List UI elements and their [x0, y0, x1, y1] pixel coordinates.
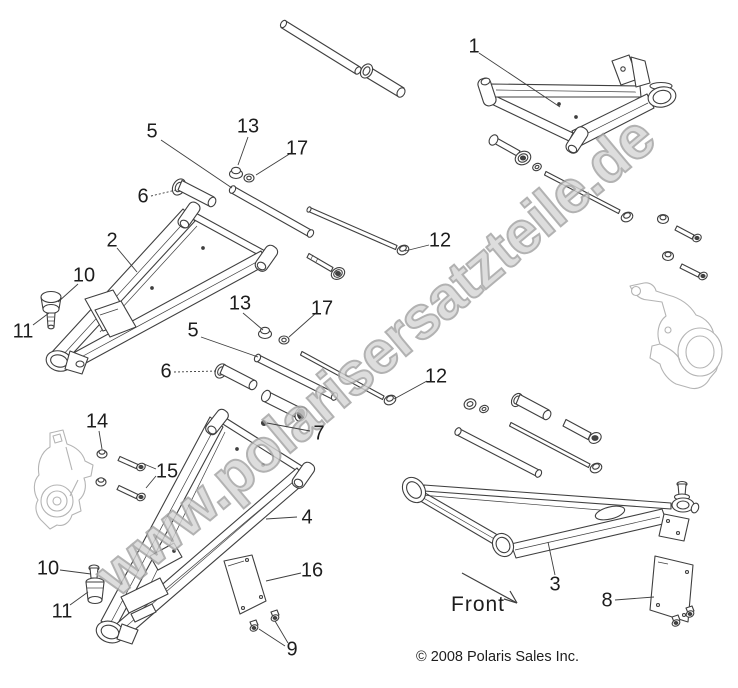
callout-5b: 5 [187, 319, 199, 342]
callout-8: 8 [601, 589, 613, 612]
control-arm-lower-left [95, 408, 316, 645]
plate-screws-left [249, 609, 280, 632]
callout-1: 1 [468, 35, 480, 58]
pivot-tube-top [279, 19, 406, 98]
callout-17a: 17 [285, 137, 309, 160]
callout-11a: 11 [12, 320, 34, 343]
callout-10a: 10 [72, 264, 96, 287]
ball-joint-lower [85, 564, 105, 605]
hardware-cluster-upper [171, 166, 410, 280]
callout-6b: 6 [160, 360, 172, 383]
callout-3: 3 [549, 573, 561, 596]
callout-13a: 13 [236, 115, 260, 138]
control-arm-lower-right [401, 476, 700, 559]
front-direction-arrow [461, 572, 518, 604]
knuckle-fasteners-left [95, 449, 146, 502]
guard-plate-right [649, 555, 694, 623]
callout-13b: 13 [228, 292, 252, 315]
callout-7: 7 [313, 422, 325, 445]
callout-16: 16 [300, 559, 324, 582]
control-arm-upper-right [477, 54, 677, 154]
callout-17b: 17 [310, 297, 334, 320]
callout-11b: 11 [51, 600, 73, 623]
callout-5a: 5 [146, 120, 158, 143]
hardware-cluster-right [454, 392, 603, 478]
knuckle-bolt-pairs-right [656, 213, 708, 281]
control-arm-upper-left [45, 201, 279, 375]
callout-12b: 12 [424, 365, 448, 388]
callout-6a: 6 [137, 185, 149, 208]
copyright-notice: © 2008 Polaris Sales Inc. [416, 649, 580, 665]
steering-knuckle-right [629, 282, 723, 390]
callout-9: 9 [286, 638, 298, 661]
callout-4: 4 [301, 506, 313, 529]
callout-12a: 12 [428, 229, 452, 252]
callout-10b: 10 [36, 557, 60, 580]
plate-screws-right [671, 605, 695, 627]
steering-knuckle-left [33, 429, 94, 530]
front-label: Front [450, 593, 506, 616]
callout-15: 15 [155, 460, 179, 483]
callout-2: 2 [106, 229, 118, 252]
hardware-cluster-lower [214, 326, 397, 427]
ball-joint-upper [40, 290, 62, 330]
guard-plate-left [223, 554, 267, 615]
callout-14: 14 [85, 410, 109, 433]
bolt-bushing-set-upper-right [488, 134, 634, 223]
